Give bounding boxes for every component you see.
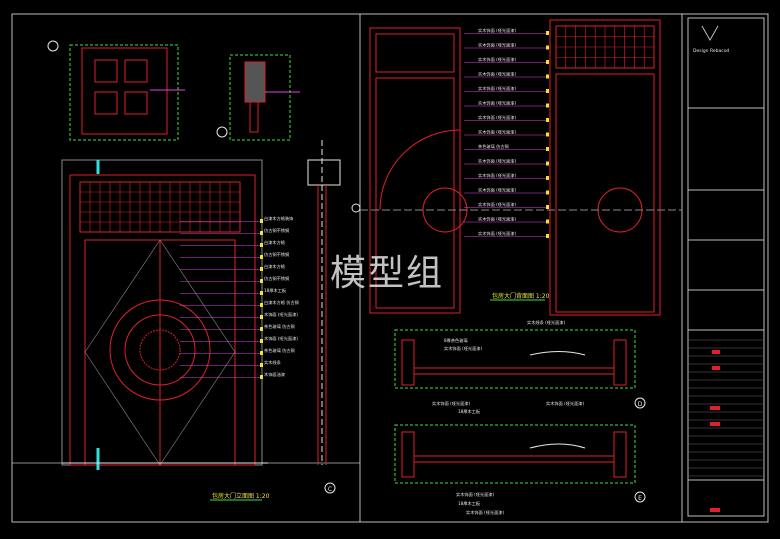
- back-elevation-title: 包房大门背面图 1:20: [492, 292, 550, 300]
- annotation-note: 实木饰面 (哑光面漆): [478, 42, 516, 49]
- section-d: D: [394, 329, 646, 409]
- annotation-note: 18厚木工板: [264, 287, 287, 294]
- section-note: 实木饰面 (哑光面漆): [444, 345, 482, 352]
- section-note: 8厚茶色玻璃: [444, 337, 468, 344]
- annotation-note: 实木饰面 (哑光面漆): [478, 216, 516, 223]
- marker-c-label: C: [328, 486, 332, 493]
- annotation-note: 实木饰面 (哑光面漆): [478, 114, 516, 121]
- annotation-note: 白漆木方格装饰: [264, 215, 293, 222]
- back-door-elevation: [351, 19, 682, 316]
- annotation-note: 实木饰面 (哑光面漆): [478, 172, 516, 179]
- annotation-note: 白漆木方格: [264, 263, 286, 270]
- section-note: 18厚木工板: [458, 500, 481, 507]
- annotation-note: 实木饰面 (哑光面漆): [478, 27, 516, 34]
- annotation-note: 实木饰面 (哑光面漆): [478, 187, 516, 194]
- marker-e-label: E: [638, 495, 642, 502]
- annotation-note: 仿古铜不锈钢: [264, 275, 289, 282]
- marker-d-label: D: [638, 401, 643, 408]
- brand-name: Design Rebacod: [693, 48, 730, 54]
- section-note: 实木饰面 (哑光面漆): [432, 400, 470, 407]
- annotation-note: 实木饰面 (哑光面漆): [478, 201, 516, 208]
- annotation-note: 实木饰面 (哑光面漆): [478, 71, 516, 78]
- annotation-note: 茶色玻璃 仿古铜: [264, 347, 295, 354]
- front-elevation-title: 包房大门立面图 1:20: [212, 492, 270, 500]
- annotation-note: 仿古铜不锈钢: [264, 251, 289, 258]
- annotation-note: 木饰面油漆: [264, 371, 285, 378]
- section-note: 实木饰面 (哑光面漆): [466, 509, 504, 516]
- section-note: 实木饰面 (哑光面漆): [456, 491, 494, 498]
- section-note: 18厚木工板: [458, 408, 481, 415]
- annotation-note: 茶色玻璃 仿古铜: [264, 323, 295, 330]
- annotation-note: 实木线条: [264, 359, 282, 366]
- annotation-note: 实木饰面 (哑光面漆): [478, 56, 516, 63]
- annotation-note: 实木饰面 (哑光面漆): [478, 100, 516, 107]
- section-note: 实木饰面 (哑光面漆): [546, 400, 584, 407]
- annotation-note: 木饰面 (哑光面漆): [264, 335, 298, 342]
- watermark: 模型组: [330, 253, 445, 294]
- side-section: C: [307, 140, 341, 494]
- annotation-note: 木饰面 (哑光面漆): [264, 311, 298, 318]
- left-annotations: 白漆木方格装饰仿古铜不锈钢白漆木方格仿古铜不锈钢白漆木方格仿古铜不锈钢18厚木工…: [180, 215, 299, 379]
- annotation-note: 白漆木方格: [264, 239, 286, 246]
- annotation-note: 白漆木方格 仿古铜: [264, 299, 299, 306]
- title-block: Design Rebacod: [687, 17, 765, 517]
- annotation-note: 实木饰面 (哑光面漆): [478, 129, 516, 136]
- annotation-note: 实木饰面 (哑光面漆): [478, 85, 516, 92]
- tile-detail: [47, 40, 185, 141]
- section-note: 实木线条 (哑光面漆): [527, 319, 565, 326]
- section-e: E: [394, 424, 646, 503]
- right-annotations: 实木饰面 (哑光面漆) 实木饰面 (哑光面漆) 实木饰面 (哑光面漆) 实木饰面 (哑…: [464, 27, 549, 238]
- front-door-elevation: [61, 159, 268, 470]
- annotation-note: 仿古铜不锈钢: [264, 227, 289, 234]
- annotation-note: 茶色玻璃 仿古铜: [478, 143, 509, 150]
- annotation-note: 实木饰面 (哑光面漆): [478, 158, 516, 165]
- profile-detail: [216, 54, 300, 141]
- annotation-note: 实木饰面 (哑光面漆): [478, 230, 516, 237]
